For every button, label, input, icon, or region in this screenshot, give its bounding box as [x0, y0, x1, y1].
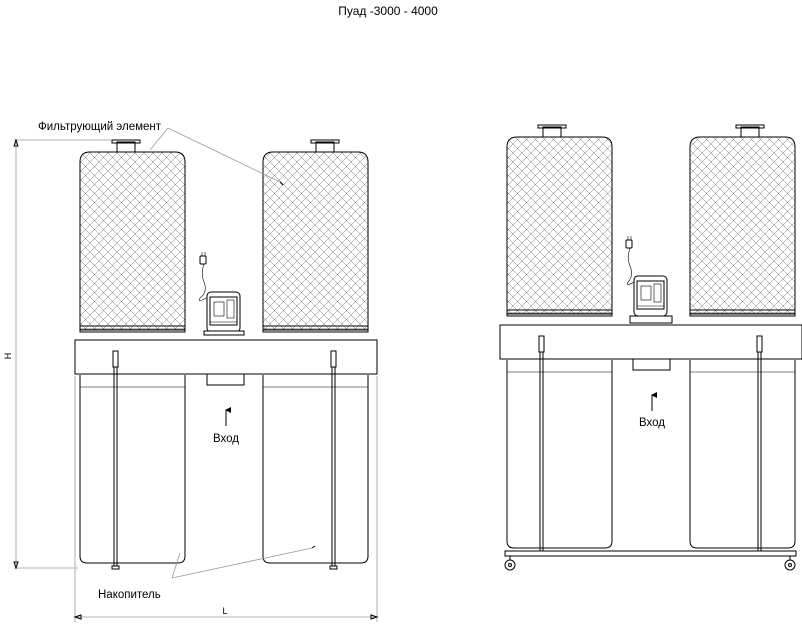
left-filter-mesh	[79, 151, 186, 331]
left-filter-element	[79, 139, 186, 333]
right-collector-bag	[262, 375, 369, 564]
inlet-port	[206, 373, 245, 386]
right-support-rod	[329, 350, 338, 570]
frame-left-filter-element	[506, 124, 613, 317]
length-dimension: L	[73, 376, 379, 622]
frame-motor	[625, 236, 673, 324]
frame-left-support-rod	[538, 335, 545, 552]
left-support-rod	[111, 350, 120, 570]
front-view: Вход Фильтрующий элемент Накопитель	[3, 121, 379, 622]
right-filter-element	[262, 139, 369, 333]
frame-inlet-label: Вход	[639, 417, 665, 429]
frame-central-housing	[499, 324, 802, 360]
left-collector-bag	[79, 375, 186, 564]
height-dimension: H	[3, 138, 112, 570]
frame-right-support-rod	[756, 335, 763, 552]
drawing-title: Пуад -3000 - 4000	[338, 4, 438, 18]
right-caster-wheel	[784, 559, 796, 571]
motor	[198, 252, 245, 336]
right-filter-mesh	[262, 151, 369, 331]
frame-left-collector-bag	[506, 360, 613, 549]
trolley-frame	[504, 550, 797, 560]
inlet-label: Вход	[213, 433, 239, 445]
filter-element-label: Фильтрующий элемент	[38, 121, 162, 133]
height-dimension-label: H	[3, 353, 13, 360]
left-caster-wheel	[504, 559, 516, 571]
collector-label: Накопитель	[98, 589, 161, 601]
frame-right-collector-bag	[689, 360, 796, 549]
frame-right-filter-element	[689, 124, 796, 317]
side-view-with-frame: Вход	[499, 124, 802, 571]
frame-left-filter-mesh	[506, 136, 613, 315]
frame-inlet-port	[632, 358, 671, 371]
length-dimension-label: L	[222, 606, 227, 616]
collector-leader-lines	[171, 547, 313, 579]
filter-leader-lines	[149, 127, 281, 183]
frame-right-filter-mesh	[689, 136, 796, 315]
